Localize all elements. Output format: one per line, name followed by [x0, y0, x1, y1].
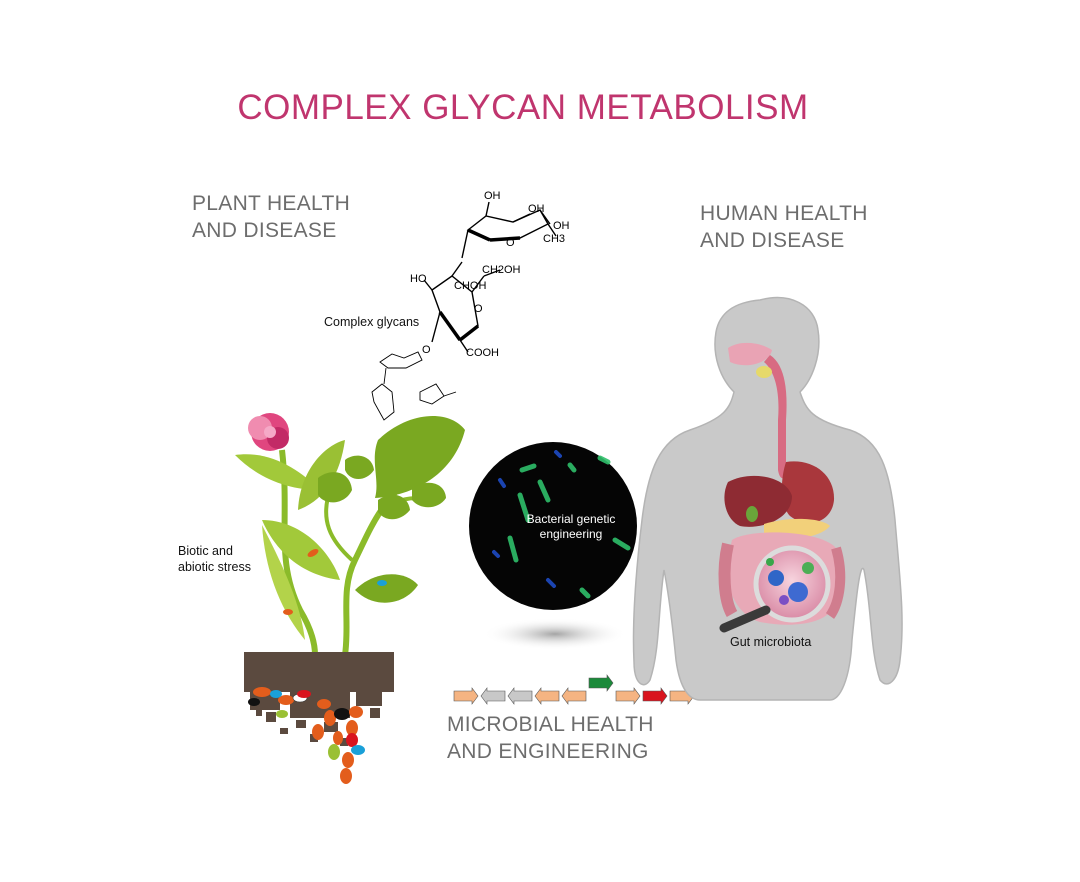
- glycan-o-ring-1: O: [506, 237, 515, 249]
- human-section-heading: HUMAN HEALTH AND DISEASE: [700, 200, 868, 254]
- gene-arrow-icon: [534, 687, 560, 705]
- page-title: COMPLEX GLYCAN METABOLISM: [237, 88, 809, 127]
- magnifier-icon: [719, 545, 831, 633]
- glycan-cooh: COOH: [466, 347, 499, 359]
- glycan-o-ring-2: O: [474, 303, 483, 315]
- bacterial-engineering-label: Bacterial genetic engineering: [516, 512, 626, 542]
- stress-label-line2: abiotic stress: [178, 560, 251, 574]
- plant-heading-line1: PLANT HEALTH: [192, 192, 351, 215]
- stress-label-line1: Biotic and: [178, 544, 233, 558]
- microscope-view-icon: [469, 442, 637, 650]
- glycan-oh-1: OH: [484, 190, 501, 202]
- gut-microbiota-label: Gut microbiota: [730, 635, 812, 649]
- glycan-oh-2: OH: [528, 203, 545, 215]
- glycan-choh: CHOH: [454, 280, 486, 292]
- microbial-section-heading: MICROBIAL HEALTH AND ENGINEERING: [447, 711, 654, 765]
- plant-section-heading: PLANT HEALTH AND DISEASE: [192, 190, 350, 244]
- plant-heading-line2: AND DISEASE: [192, 219, 337, 242]
- glycan-ch2oh: CH2OH: [482, 264, 521, 276]
- bacterial-label-line1: Bacterial genetic: [526, 512, 616, 526]
- complex-glycan-structure: [423, 201, 557, 353]
- human-heading-line2: AND DISEASE: [700, 229, 845, 252]
- gene-arrow-icon: [480, 687, 506, 705]
- microbial-heading-line2: AND ENGINEERING: [447, 740, 649, 763]
- gene-arrow-icon: [615, 687, 641, 705]
- glycan-ch3: CH3: [543, 233, 565, 245]
- gene-cluster: [453, 674, 695, 705]
- human-body-icon: [632, 296, 903, 701]
- gene-arrow-icon: [507, 687, 533, 705]
- gene-arrow-icon: [453, 687, 479, 705]
- root-microbes: [248, 687, 365, 784]
- human-heading-line1: HUMAN HEALTH: [700, 202, 868, 225]
- gene-arrow-icon: [642, 687, 668, 705]
- gene-arrow-icon: [588, 674, 614, 692]
- glycan-oh-3: OH: [553, 220, 570, 232]
- flower-icon: [248, 413, 289, 451]
- small-glycan-molecules: [371, 351, 457, 421]
- glycan-ho: HO: [410, 273, 427, 285]
- plant-icon: [235, 413, 465, 656]
- gene-arrow-icon: [561, 687, 587, 705]
- stress-label: Biotic and abiotic stress: [178, 543, 251, 575]
- microbial-heading-line1: MICROBIAL HEALTH: [447, 713, 654, 736]
- bacterial-label-line2: engineering: [539, 527, 603, 541]
- glycan-o-link: O: [422, 344, 431, 356]
- glycan-atom-labels: OH OH OH O CH3 CH2OH HO CHOH O O COOH: [410, 190, 570, 359]
- complex-glycans-label: Complex glycans: [324, 315, 420, 329]
